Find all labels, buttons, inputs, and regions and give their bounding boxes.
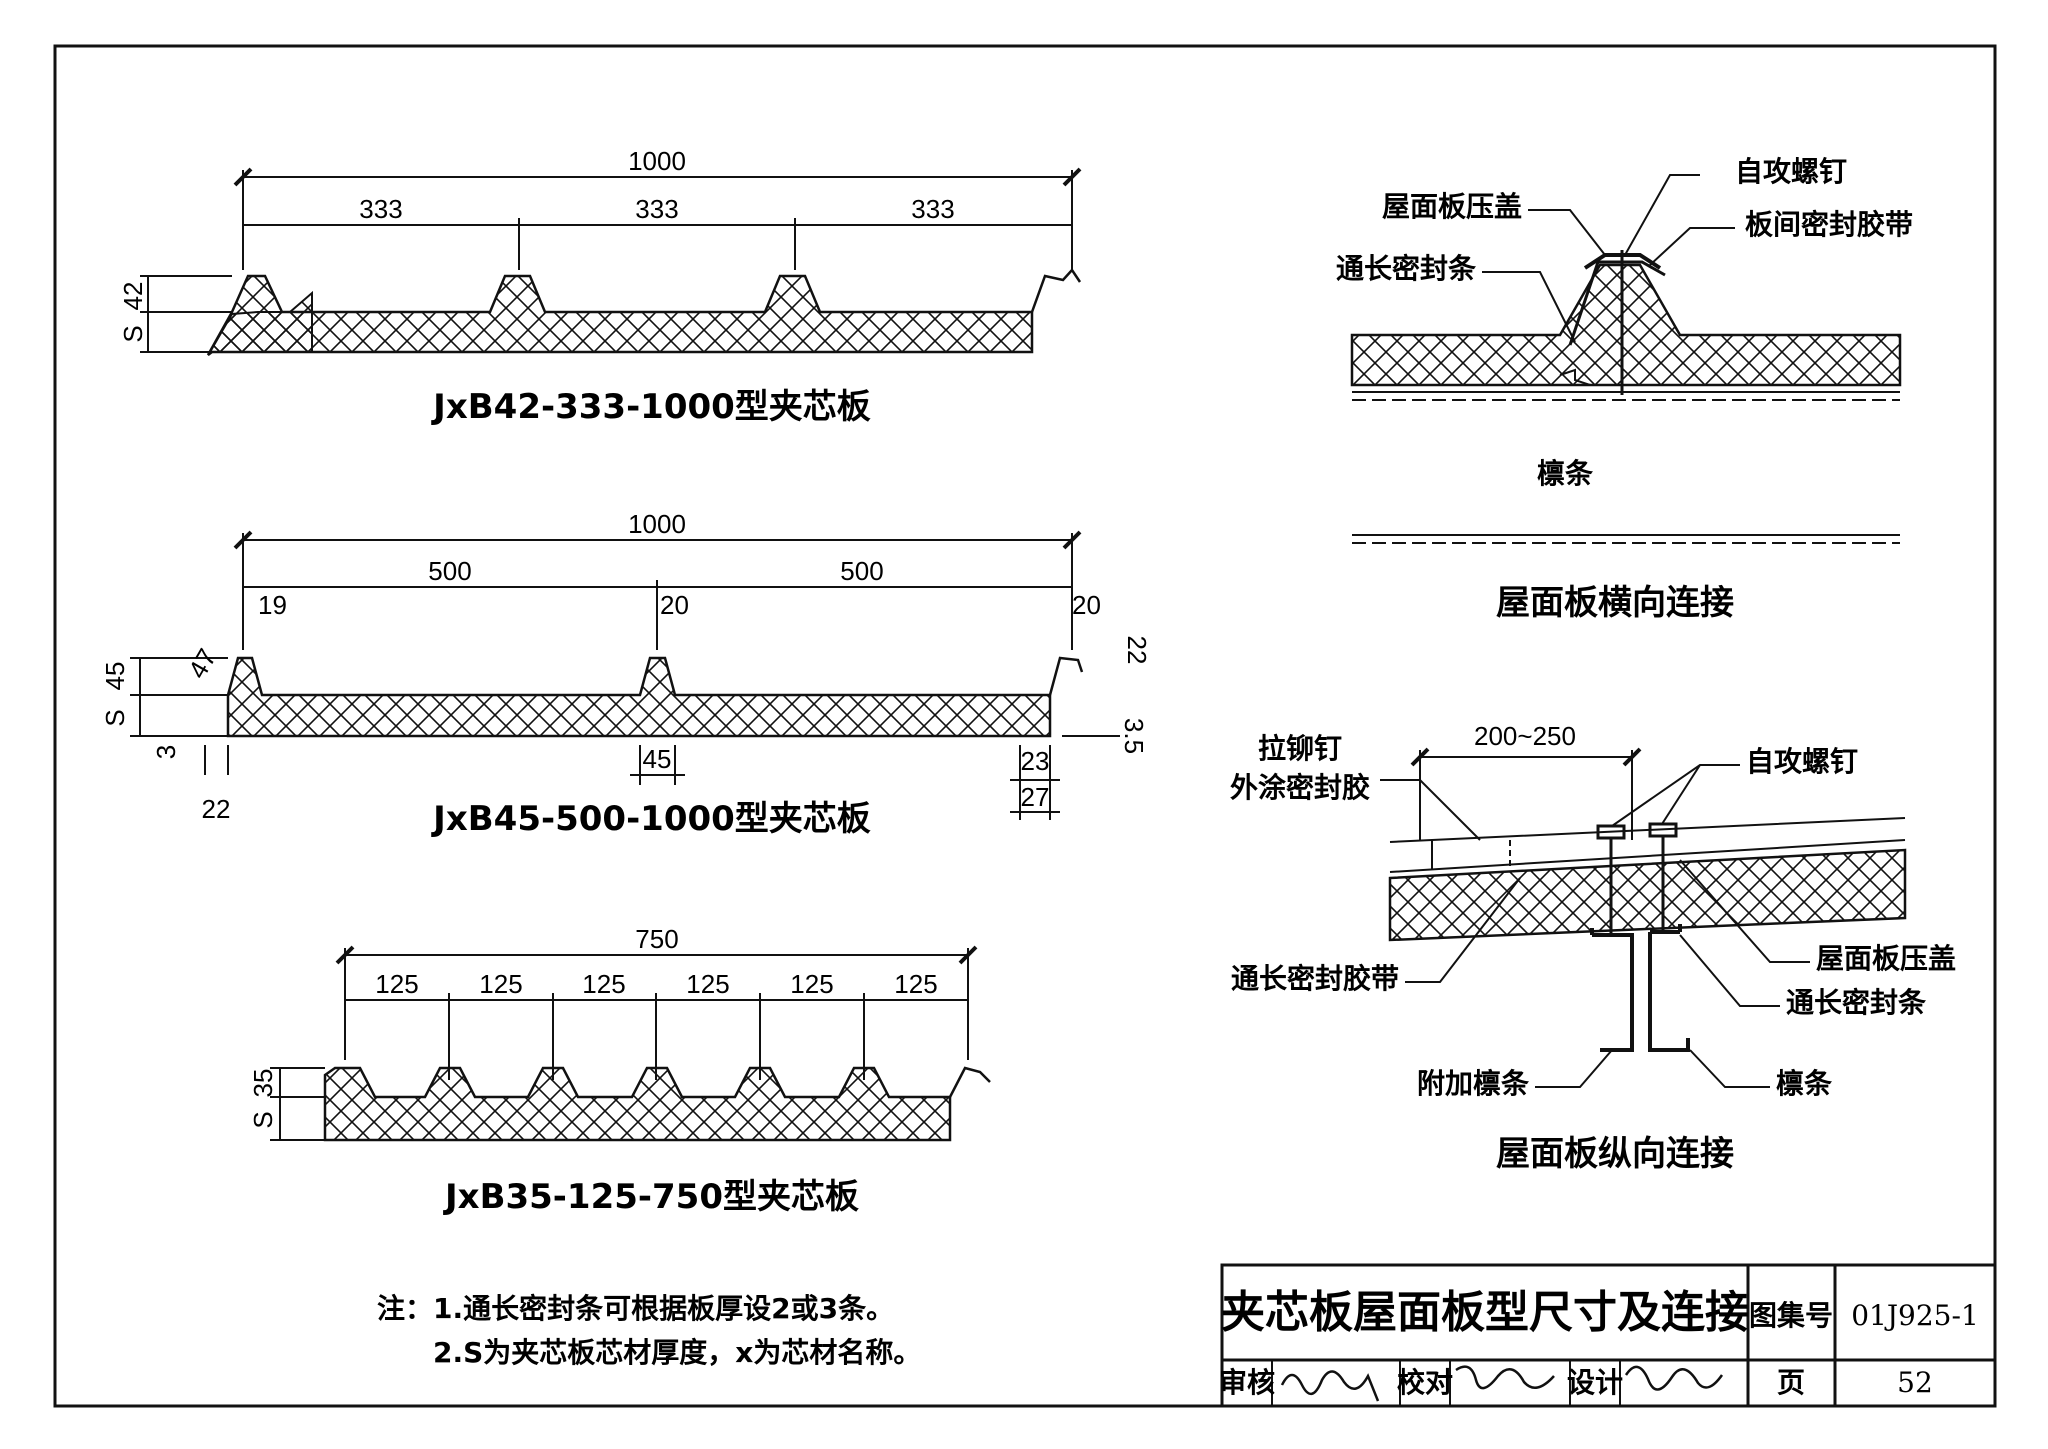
notes-line-2: 2.S为夹芯板芯材厚度，x为芯材名称。	[433, 1336, 921, 1369]
p3-dim-span-3: 125	[582, 969, 625, 999]
title-block-page-label: 页	[1777, 1366, 1805, 1399]
p2-dim-left-3: 3	[151, 745, 181, 759]
p2-dim-bottom-right-2: 27	[1021, 782, 1050, 812]
title-block-frame	[1220, 1263, 1997, 1408]
p1-dim-span-3: 333	[911, 194, 954, 224]
p3-dim-span-4: 125	[686, 969, 729, 999]
title-block-page-no: 52	[1897, 1366, 1933, 1399]
tr-label-purlin: 檩条	[1537, 457, 1593, 490]
p3-dim-span-5: 125	[790, 969, 833, 999]
sheet-border	[53, 44, 1997, 1408]
notes-line-1: 1.通长密封条可根据板厚设2或3条。	[433, 1292, 894, 1325]
p1-dim-total: 1000	[628, 146, 686, 176]
p3-dim-span-2: 125	[479, 969, 522, 999]
p2-dim-top-right: 20	[1072, 590, 1101, 620]
p1-dim-s: S	[118, 325, 148, 342]
lg-label-cap: 屋面板压盖	[1816, 942, 1956, 975]
p2-dim-span-2: 500	[840, 556, 883, 586]
lg-label-purlin: 檩条	[1776, 1067, 1832, 1100]
longitudinal-detail	[1380, 747, 1907, 1088]
lg-label-extra-purlin: 附加檩条	[1417, 1067, 1529, 1100]
p1-dim-span-2: 333	[635, 194, 678, 224]
tr-label-strip: 通长密封条	[1336, 252, 1476, 285]
p1-dim-span-1: 333	[359, 194, 402, 224]
p2-dim-rib: 45	[100, 662, 130, 691]
notes-prefix: 注：	[377, 1292, 433, 1325]
title-block-design: 设计	[1567, 1366, 1623, 1399]
transverse-detail	[1350, 174, 1902, 544]
lg-label-rivet-2: 外涂密封胶	[1230, 771, 1370, 804]
title-block-check: 校对	[1397, 1366, 1453, 1399]
tr-label-screw: 自攻螺钉	[1735, 155, 1847, 188]
p2-dim-top-mid: 20	[660, 590, 689, 620]
p1-caption: JxB42-333-1000型夹芯板	[431, 387, 871, 427]
p1-dim-rib: 42	[118, 282, 148, 311]
tr-label-tape: 板间密封胶带	[1745, 208, 1913, 241]
p2-dim-edge-right: 22	[1122, 636, 1152, 665]
p2-dim-right-3-5: 3.5	[1119, 718, 1149, 754]
p2-dim-bottom-mid: 45	[643, 744, 672, 774]
tr-label-cap: 屋面板压盖	[1382, 190, 1522, 223]
tr-caption: 屋面板横向连接	[1496, 583, 1734, 623]
signatures	[1280, 1365, 1724, 1402]
lg-label-strip: 通长密封条	[1786, 986, 1926, 1019]
signature-review	[1280, 1370, 1380, 1402]
signature-check	[1455, 1365, 1555, 1390]
p3-dim-span-1: 125	[375, 969, 418, 999]
p2-dim-bottom-left: 22	[202, 794, 231, 824]
panel-1-drawing	[140, 167, 1082, 356]
p2-dim-bottom-right-1: 23	[1021, 746, 1050, 776]
lg-caption: 屋面板纵向连接	[1496, 1134, 1734, 1174]
panel-3-drawing	[270, 945, 991, 1142]
p3-dim-span-6: 125	[894, 969, 937, 999]
p2-dim-s: S	[100, 709, 130, 726]
title-block-title: 夹芯板屋面板型尺寸及连接	[1221, 1287, 1749, 1338]
p3-dim-s: S	[248, 1111, 278, 1128]
signature-design	[1624, 1365, 1724, 1391]
p3-dim-total: 750	[635, 924, 678, 954]
title-block-atlas-no: 01J925-1	[1851, 1299, 1979, 1332]
p2-dim-top-left: 19	[258, 590, 287, 620]
lg-label-screw: 自攻螺钉	[1746, 745, 1858, 778]
panel-2-drawing	[130, 530, 1120, 820]
p3-caption: JxB35-125-750型夹芯板	[443, 1177, 859, 1217]
title-block-atlas-label: 图集号	[1749, 1299, 1833, 1332]
p2-caption: JxB45-500-1000型夹芯板	[431, 799, 871, 839]
p2-dim-span-1: 500	[428, 556, 471, 586]
lg-label-rivet-1: 拉铆钉	[1258, 732, 1342, 765]
title-block-review: 审核	[1219, 1366, 1275, 1399]
lg-label-tape: 通长密封胶带	[1231, 962, 1399, 995]
p2-dim-rib-slope: 47	[182, 643, 222, 683]
p2-dim-total: 1000	[628, 509, 686, 539]
lg-dim-overlap: 200~250	[1474, 721, 1576, 751]
p3-dim-rib: 35	[248, 1069, 278, 1098]
